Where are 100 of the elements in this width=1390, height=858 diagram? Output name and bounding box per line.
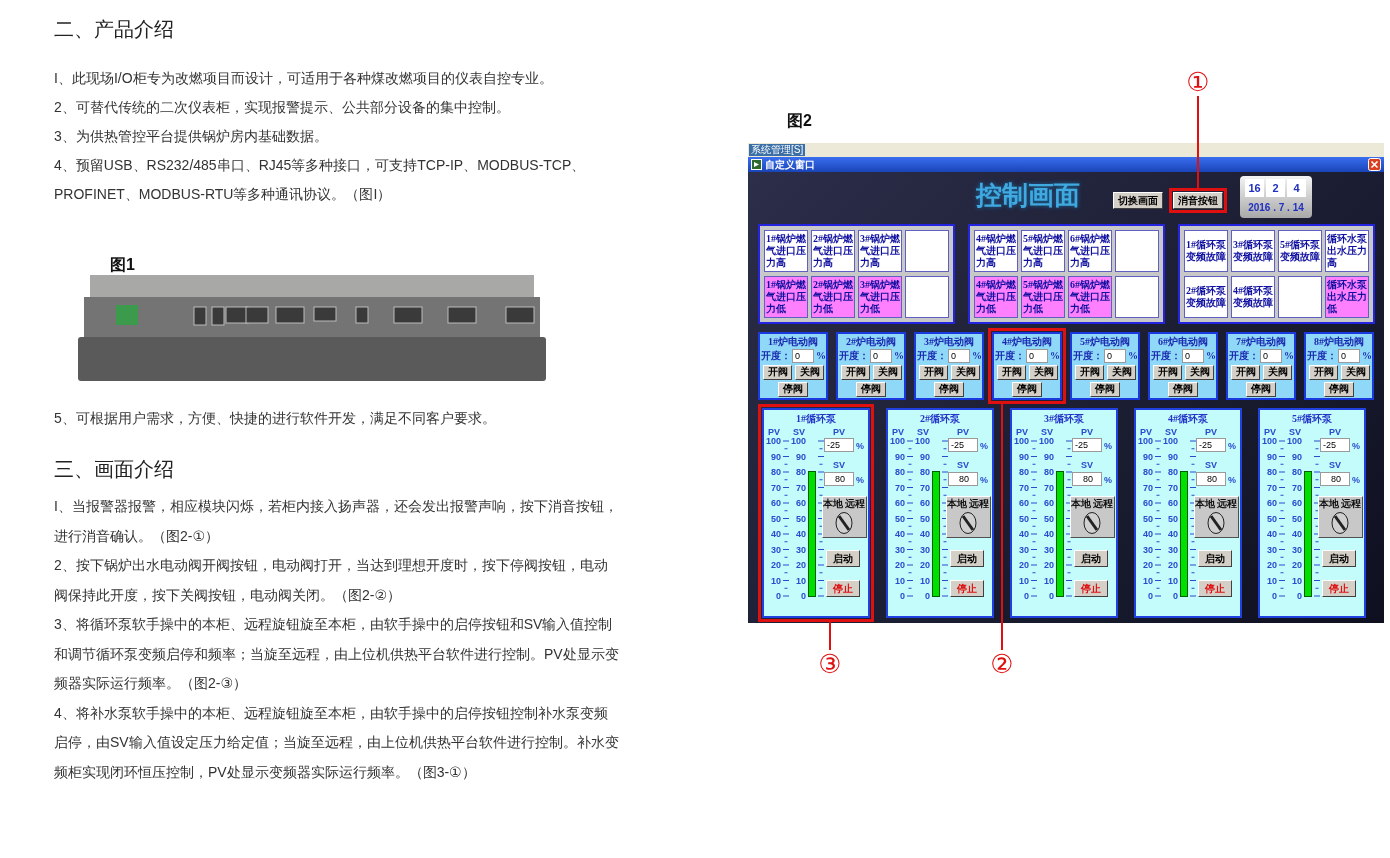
unit-label: % [972,350,981,362]
alarm-indicator: 6#锅炉燃气进口压力高 [1068,230,1112,272]
open-valve-button: 开阀 [919,365,948,380]
scale-number: 20 [1266,559,1277,571]
stop-valve-button: 停阀 [934,382,964,397]
field-label: 开度： [839,350,870,362]
field-label: 开度： [1073,350,1104,362]
scale-number: 90 [1291,450,1302,463]
scale-number: 0 [800,590,806,602]
scale-number: 20 [795,559,806,571]
scale-number: 50 [1043,512,1054,525]
alarm-indicator: 4#锅炉燃气进口压力高 [974,230,1018,272]
callout-number: ③ [816,650,844,678]
scale-number: 20 [1142,559,1153,571]
scale-number: 10 [770,574,781,587]
scale-number: 0 [1048,590,1054,602]
scale-number: 80 [919,466,930,478]
callout-number: ② [988,650,1016,678]
paragraph: I、当报警器报警，相应模块闪烁，若柜内接入扬声器，还会发出报警声响，按下消音按钮，进行消音确认。（图2-①） [54,497,619,546]
stop-valve-button: 停阀 [1012,382,1042,397]
open-valve-button: 开阀 [997,365,1026,380]
scale-number: 50 [919,512,930,525]
unit-label: % [816,350,825,362]
paragraph: 2、按下锅炉出水电动阀开阀按钮，电动阀打开，当达到理想开度时，按下停阀按钮，电动阀保持此开度，按下关阀按钮，电动阀关闭。（图2-②） [54,556,609,605]
scale-number: 40 [919,528,930,540]
scale-number: 10 [1167,574,1178,587]
open-valve-button: 开阀 [1309,365,1338,380]
input-field: 80 [1072,472,1102,486]
panel-title: 6#炉电动阀 [1157,335,1209,348]
switch-position-label: 远程 [1217,498,1237,510]
scale-number: 70 [1167,481,1178,494]
close-valve-button: 关阀 [1185,365,1214,380]
close-valve-button: 关阀 [1263,365,1292,380]
alarm-indicator: 循环水泵出水压力高 [1325,230,1369,272]
scale-number: 80 [1167,466,1178,478]
date-digit: 16 [1245,179,1264,197]
unit-label: % [1228,440,1237,452]
switch-position-label: 本地 [823,498,843,510]
scale-number: 90 [1043,450,1054,463]
paragraph: I、此现场I/O柜专为改燃项目而设计，可适用于各种煤改燃项目的仪表自控专业。 [54,69,554,88]
section-heading: 二、产品介绍 [54,17,175,42]
close-valve-button: 关阀 [951,365,980,380]
alarm-indicator: 5#锅炉燃气进口压力低 [1021,276,1065,318]
alarm-indicator: 2#循环泵变频故障 [1184,276,1228,318]
close-valve-button: 关阀 [1029,365,1058,380]
column-header: PV [832,427,846,437]
leader-line [1001,403,1003,651]
alarm-indicator: 循环水泵出水压力低 [1325,276,1369,318]
panel-title: 7#炉电动阀 [1235,335,1287,348]
scale-number: 90 [1167,450,1178,463]
unit-label: % [1206,350,1215,362]
paragraph: 4、将补水泵软手操中的本柜、远程旋钮旋至本柜，由软手操中的启停按钮控制补水泵变频启停，由SV输入值设定压力给定值；当旋至远程，由上位机供热平台软件进行控制。补水变频柜实现闭环恒压控制，PV处显示变频器实际运行频率。（图3-①） [54,703,620,782]
scale-number: 30 [894,543,905,556]
scale-number: 70 [1291,481,1302,494]
scale-number: 80 [1142,466,1153,478]
unit-label: % [1228,474,1237,486]
scale-number: 0 [924,590,930,602]
scale-number: 100 [1161,435,1178,447]
scale-number: 0 [1172,590,1178,602]
scale-number: 20 [1018,559,1029,571]
scale-number: 40 [1142,528,1153,540]
unit-label: % [1128,350,1137,362]
input-field: 80 [1196,472,1226,486]
scale-number: 80 [1018,466,1029,478]
scale-number: 60 [1043,497,1054,509]
start-button: 启动 [1322,550,1356,567]
paragraph: 5、可根据用户需求，方便、快捷的进行软件开发，满足不同客户要求。 [54,409,497,428]
switch-position-label: 远程 [1341,498,1361,510]
date-digit: 2 [1266,179,1285,197]
alarm-indicator: 3#循环泵变频故障 [1231,230,1275,272]
input-field: 0 [1026,349,1048,363]
alarm-indicator: 2#锅炉燃气进口压力低 [811,276,855,318]
alarm-indicator: 1#锅炉燃气进口压力低 [764,276,808,318]
scale-number: 100 [1136,435,1153,447]
input-field: 0 [1260,349,1282,363]
scale-number: 70 [1266,481,1277,494]
stop-valve-button: 停阀 [778,382,808,397]
panel-title: 2#炉电动阀 [845,335,897,348]
scale-number: 10 [1043,574,1054,587]
figure-label: 图2 [787,111,813,131]
scale-number: 0 [1147,590,1153,602]
scale-number: 100 [1285,435,1302,447]
open-valve-button: 开阀 [763,365,792,380]
start-button: 启动 [826,550,860,567]
column-header: PV [1139,427,1153,437]
date-digit: 4 [1287,179,1306,197]
scale-number: 50 [894,512,905,525]
stop-button: 停止 [950,580,984,597]
alarm-indicator: 1#锅炉燃气进口压力高 [764,230,808,272]
scale-number: 0 [1023,590,1029,602]
input-field: -25 [948,438,978,452]
field-label: 开度： [995,350,1026,362]
stop-button: 停止 [826,580,860,597]
unit-label: % [1362,350,1371,362]
scale-number: 10 [1291,574,1302,587]
figure-label: 图1 [110,255,136,275]
scale-number: 80 [770,466,781,478]
close-valve-button: 关阀 [1341,365,1370,380]
start-button: 启动 [1074,550,1108,567]
stop-button: 停止 [1198,580,1232,597]
